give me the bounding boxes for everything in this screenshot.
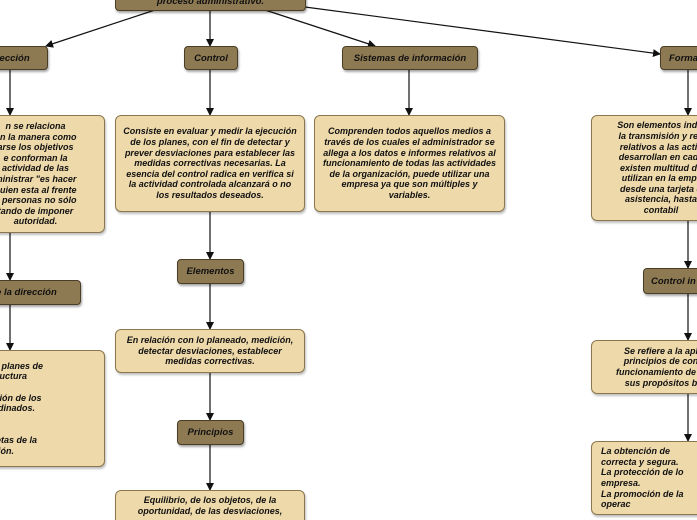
node-control[interactable]: Control <box>184 46 238 70</box>
node-elementos[interactable]: Elementos <box>177 259 244 284</box>
node-elementos-description-text: En relación con lo planeado, medición, d… <box>126 335 294 367</box>
node-etapas-direccion[interactable]: de la dirección <box>0 280 81 305</box>
node-control-description-text: Consiste en evaluar y medir la ejecución… <box>123 126 297 200</box>
node-principios[interactable]: Principios <box>177 420 244 445</box>
node-control-description[interactable]: Consiste en evaluar y medir la ejecución… <box>115 115 305 212</box>
node-control-interno[interactable]: Control in <box>643 268 697 294</box>
node-control-interno-description-text: Se refiere a la apl principios de con fu… <box>615 345 697 388</box>
node-principios-description-text: Equilibrio, de los objetos, de la oportu… <box>137 495 283 516</box>
node-objetivos-description[interactable]: La obtención de correcta y segura. La pr… <box>591 441 697 515</box>
node-direccion-description[interactable]: n se relaciona on la manera como arse lo… <box>0 115 105 233</box>
node-formas[interactable]: Forma <box>660 46 697 70</box>
node-proceso-administrativo[interactable]: proceso administrativo. <box>115 0 306 11</box>
node-elementos-description[interactable]: En relación con lo planeado, medición, d… <box>115 329 305 373</box>
node-formas-description-text: Son elementos indis la transmisión y reg… <box>617 120 697 216</box>
node-principios-description[interactable]: Equilibrio, de los objetos, de la oportu… <box>115 490 305 520</box>
edge-root-sistemas <box>261 8 376 48</box>
node-direccion-description-text: n se relaciona on la manera como arse lo… <box>0 121 77 227</box>
node-objetivos-description-text: La obtención de correcta y segura. La pr… <box>601 446 684 510</box>
node-sistemas-description-text: Comprenden todos aquellos medios a travé… <box>322 126 497 200</box>
node-etapas-direccion-description-text: de los planes de la estructura nducción … <box>0 360 44 456</box>
node-formas-description[interactable]: Son elementos indis la transmisión y reg… <box>591 115 697 221</box>
node-etapas-direccion-description[interactable]: de los planes de la estructura nducción … <box>0 350 105 467</box>
edge-root-formas <box>304 6 661 58</box>
node-sistemas-informacion[interactable]: Sistemas de información <box>342 46 478 70</box>
node-sistemas-description[interactable]: Comprenden todos aquellos medios a travé… <box>314 115 505 212</box>
edge-root-direccion <box>45 8 159 48</box>
node-control-interno-description[interactable]: Se refiere a la apl principios de con fu… <box>591 340 697 394</box>
node-direccion[interactable]: Dirección <box>0 46 48 70</box>
